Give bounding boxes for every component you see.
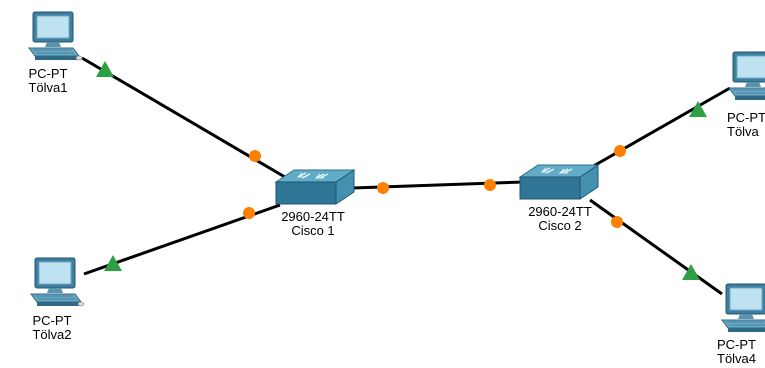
link-up-triangle-icon — [682, 264, 700, 280]
markers-layer — [96, 61, 707, 280]
device-name-label: Tölva4 — [717, 351, 756, 366]
pc-icon — [721, 283, 765, 333]
switch-icon — [275, 169, 355, 205]
link-up-triangle-icon — [104, 255, 122, 271]
device-model-label: PC-PT — [33, 313, 72, 328]
port-status-dot-icon — [377, 182, 389, 194]
link-pc4-sw2[interactable] — [589, 198, 723, 296]
port-status-dot-icon — [614, 145, 626, 157]
device-model-label: PC-PT — [727, 110, 765, 125]
pc-icon — [28, 11, 83, 61]
links-layer — [81, 56, 731, 296]
port-status-dot-icon — [484, 179, 496, 191]
devices-layer: PC-PTTölva1PC-PTTölva2PC-PTTölvaPC-PTTöl… — [28, 11, 765, 366]
port-status-dot-icon — [249, 150, 261, 162]
device-model-label: 2960-24TT — [281, 209, 345, 224]
link-up-triangle-icon — [689, 101, 707, 117]
pc-icon — [30, 257, 85, 307]
device-name-label: Tölva1 — [28, 80, 67, 95]
device-name-label: Cisco 1 — [291, 223, 334, 238]
pc-icon — [728, 51, 765, 101]
device-model-label: PC-PT — [717, 337, 756, 352]
device-name-label: Tölva2 — [32, 327, 71, 342]
switch-icon — [519, 164, 599, 200]
device-name-label: Tölva — [727, 124, 760, 139]
device-model-label: PC-PT — [29, 66, 68, 81]
link-up-triangle-icon — [96, 61, 114, 77]
device-name-label: Cisco 2 — [538, 218, 581, 233]
device-model-label: 2960-24TT — [528, 204, 592, 219]
port-status-dot-icon — [611, 216, 623, 228]
link-pc3-sw2[interactable] — [589, 86, 731, 170]
port-status-dot-icon — [243, 207, 255, 219]
